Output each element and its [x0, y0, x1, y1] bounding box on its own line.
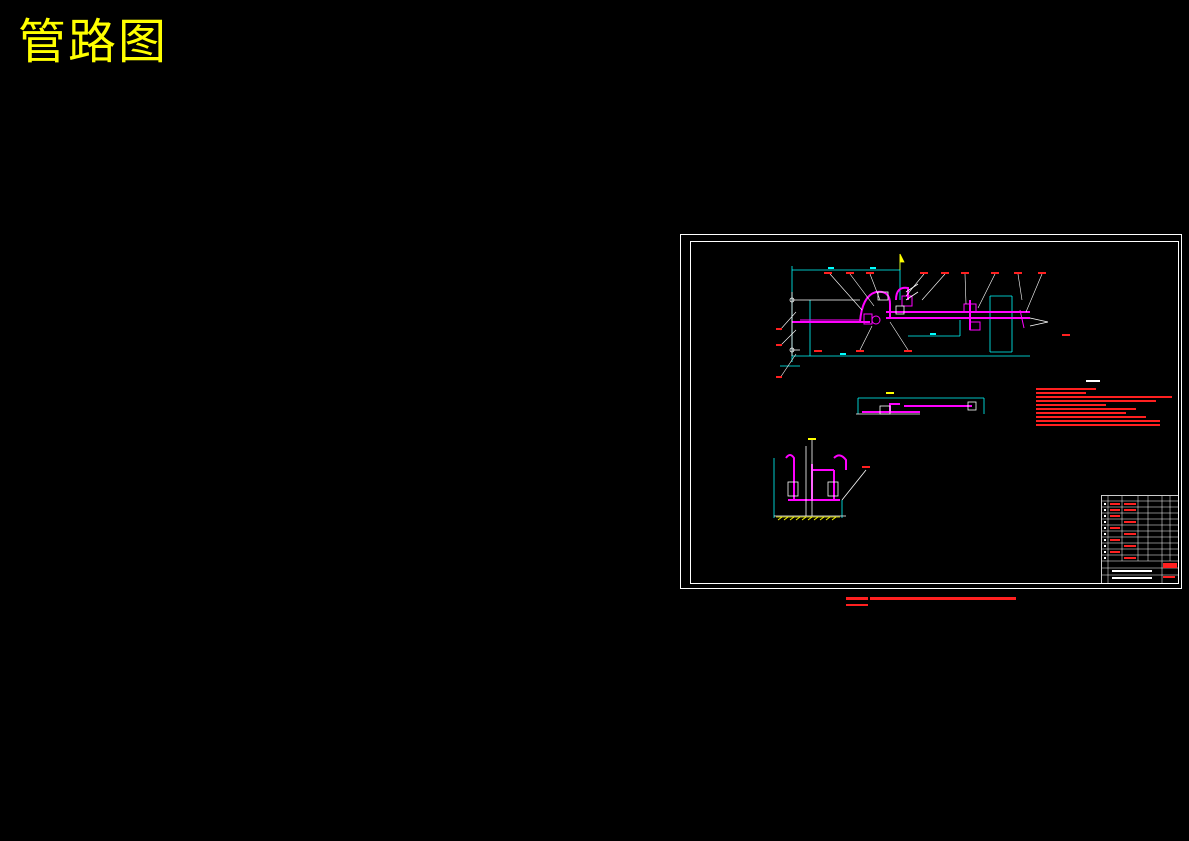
side-pipe-view	[773, 438, 870, 521]
technical-notes	[1036, 380, 1172, 426]
plan-pipe-view	[856, 392, 985, 415]
main-pipe-view	[776, 253, 1070, 379]
sheet-outer-frame	[680, 234, 1182, 589]
page-title: 管路图	[18, 14, 169, 70]
bottom-annotation	[846, 597, 1016, 606]
title-block	[1101, 495, 1179, 584]
sheet-inner-frame	[690, 241, 1179, 584]
